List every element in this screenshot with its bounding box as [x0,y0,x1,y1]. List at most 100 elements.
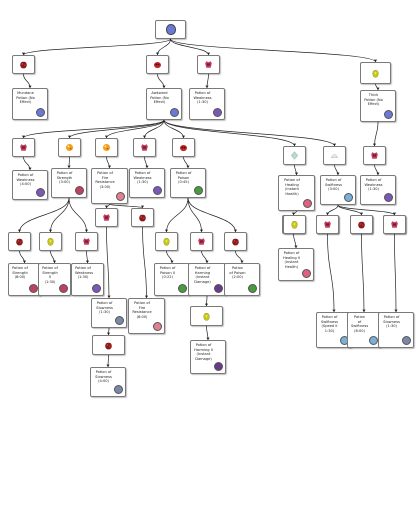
arrowhead [394,309,398,312]
potion-label: Mundane Potion (No Effect) [16,91,35,105]
arrowhead [164,229,169,232]
potion-bottle-icon [384,193,393,202]
potion-node: Potion of Weakness (1:30) [129,168,165,198]
potion-bottle-icon [344,193,353,202]
potion-bottle-icon [153,186,162,195]
fermented-spider-eye-icon [391,221,398,228]
arrowhead [142,135,147,138]
potion-bottle-icon [29,284,38,293]
arrowhead [332,309,336,312]
arrowhead [155,52,160,55]
potion-label: Thick Potion (No Effect) [364,93,383,107]
arrowhead [362,309,366,312]
arrowhead [52,260,57,263]
connector-line [106,119,165,139]
spider-eye-icon [153,61,162,69]
potion-label: Potion of Slowness (1:30) [96,301,113,315]
ingredient-node [283,215,306,234]
arrowhead [204,303,209,306]
arrowhead [206,337,210,340]
fermented-spider-eye-icon [324,221,331,228]
potion-bottle-icon [59,284,68,293]
fermented-spider-eye-icon [83,238,90,245]
ingredient-node [92,335,125,355]
ingredient-node [323,146,346,165]
potion-node: Potion of Poison (0:45) [170,168,206,198]
ingredient-node [350,215,373,234]
potion-node: Potion of Strength (8:00) [8,263,41,296]
ingredient-node [146,55,169,74]
potion-bottle-icon [116,192,125,201]
connector-line [106,226,110,299]
glowstone-icon [163,237,170,246]
connector-line [23,119,165,139]
magma-cream-icon [102,143,111,152]
glowstone-icon [291,220,298,229]
potion-node: Potion of Weakness (1:30) [189,88,225,120]
potion-bottle-icon [92,284,101,293]
nether-wart-icon [20,61,27,69]
arrowhead [28,85,32,88]
arrowhead [181,135,186,138]
ingredient-node [39,232,62,251]
arrowhead [233,229,238,232]
arrowhead [392,212,397,215]
potion-node: Potion of Healing (Instant Health) [278,175,315,211]
connector-line [187,197,236,233]
glowstone-icon [47,237,54,246]
glistering-melon-icon [290,151,299,160]
potion-node: Awkward Potion (No Effect) [146,88,182,120]
potion-node: Potion of Poison (2:00) [224,263,260,296]
arrowhead [376,172,380,175]
ingredient-node [316,215,339,234]
ingredient-node [190,306,223,326]
arrowhead [85,260,90,263]
ingredient-node [360,62,391,84]
potion-label: Potion of Fire Resistance (3:00) [95,171,115,189]
potion-label: Potion of Poison (0:45) [175,171,192,185]
potion-node: Potion of Weakness (1:30) [71,263,104,296]
glowstone-icon [203,312,210,321]
potion-bottle-icon [402,336,411,345]
potion-label: Potion of Swiftness (Speed II 1:30) [320,315,339,333]
ingredient-node [12,55,35,74]
arrowhead [170,260,174,263]
potion-node: Mundane Potion (No Effect) [12,88,48,120]
arrowhead [372,143,377,146]
connector-line [142,226,147,299]
potion-label: Potion of Healing II (Instant Health) [283,251,300,269]
potion-label: Potion of Slowness (1:30) [383,315,400,329]
arrowhead [186,165,190,168]
ingredient-node [155,232,178,251]
potion-node: Potion of Strength II (1:30) [38,263,71,296]
connector-line [394,233,397,313]
connector-line [69,119,165,139]
arrowhead [292,143,297,146]
ingredient-node [197,55,220,74]
arrowhead [106,332,111,335]
ingredient-node [131,208,154,227]
ingredient-node [383,215,406,234]
potion-bottle-icon [36,188,45,197]
potion-label: Potion of Weakness (1:30) [75,266,94,280]
redstone-icon [232,238,239,246]
arrowhead [107,165,112,168]
arrowhead [84,229,89,232]
potion-bottle-icon [170,108,179,117]
potion-bottle-icon [302,269,311,278]
arrowhead [162,85,166,88]
arrowhead [21,135,26,138]
blaze-powder-icon [65,143,74,152]
arrowhead [359,212,364,215]
sugar-icon [330,154,339,158]
connector-line [68,197,87,233]
connector-line [50,197,70,233]
arrowhead [332,143,337,146]
arrowhead [67,165,71,168]
arrowhead [28,167,32,170]
arrowhead [199,229,204,232]
redstone-icon [16,238,23,246]
connector-line [166,197,189,233]
potion-bottle-icon [194,186,203,195]
